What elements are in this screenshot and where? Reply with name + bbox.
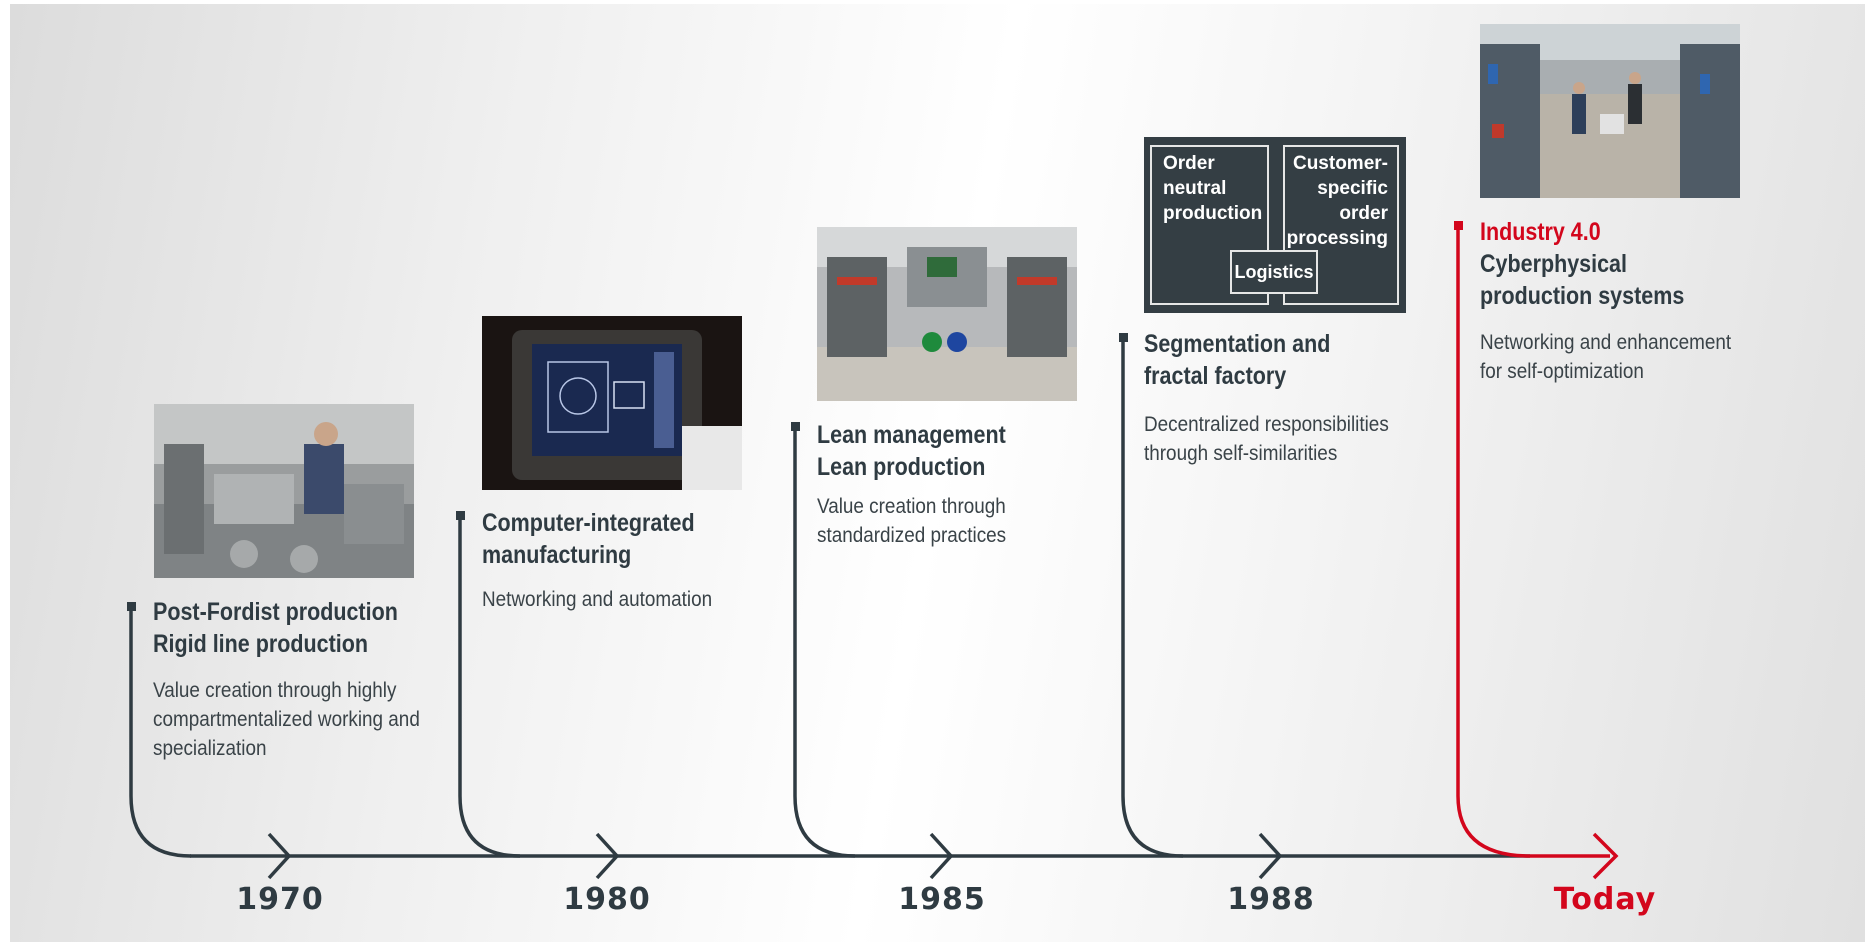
- title-1980: Computer-integrated manufacturing: [482, 507, 774, 571]
- order-neutral-production-box: Order neutral production: [1150, 145, 1269, 305]
- year-label-1988: 1988: [1227, 882, 1315, 917]
- title-1970: Post-Fordist production Rigid line produ…: [153, 596, 445, 660]
- year-label-1970: 1970: [236, 882, 324, 917]
- factory-worker-photo: [154, 404, 414, 578]
- title-1970-line-2: Rigid line production: [153, 630, 368, 658]
- year-label-1980: 1980: [563, 882, 651, 917]
- title-1970-line-1: Post-Fordist production: [153, 598, 398, 626]
- title-today: Industry 4.0 Cyberphysical production sy…: [1480, 216, 1772, 312]
- title-1980-line-1: Computer-integrated: [482, 509, 695, 537]
- customer-specific-processing-box: Customer-specific order processing: [1283, 145, 1399, 305]
- desc-1985: Value creation through standardized prac…: [817, 495, 1007, 547]
- title-today-highlight: Industry 4.0: [1480, 218, 1601, 246]
- modern-factory-photo: [1480, 24, 1740, 198]
- desc-1970: Value creation through highly compartmen…: [153, 679, 420, 760]
- title-1988-line-2: fractal factory: [1144, 362, 1287, 390]
- desc-1980: Networking and automation: [482, 588, 713, 611]
- computer-monitor-photo: [482, 316, 742, 490]
- title-1985-line-2: Lean production: [817, 453, 986, 481]
- fractal-diagram: Order neutral production Customer-specif…: [1144, 137, 1406, 313]
- year-label-1985: 1985: [898, 882, 986, 917]
- desc-1988: Decentralized responsibilities through s…: [1144, 413, 1389, 465]
- logistics-box: Logistics: [1230, 250, 1318, 294]
- title-today-line-1: Cyberphysical: [1480, 250, 1627, 278]
- title-today-line-2: production systems: [1480, 282, 1685, 310]
- title-1980-line-2: manufacturing: [482, 541, 632, 569]
- lean-workstation-photo: [817, 227, 1077, 401]
- desc-today: Networking and enhancement for self-opti…: [1480, 331, 1732, 383]
- year-label-today: Today: [1553, 882, 1657, 917]
- title-1988-line-1: Segmentation and: [1144, 330, 1331, 358]
- title-1988: Segmentation and fractal factory: [1144, 328, 1436, 392]
- title-1985: Lean management Lean production: [817, 419, 1109, 483]
- title-1985-line-1: Lean management: [817, 421, 1006, 449]
